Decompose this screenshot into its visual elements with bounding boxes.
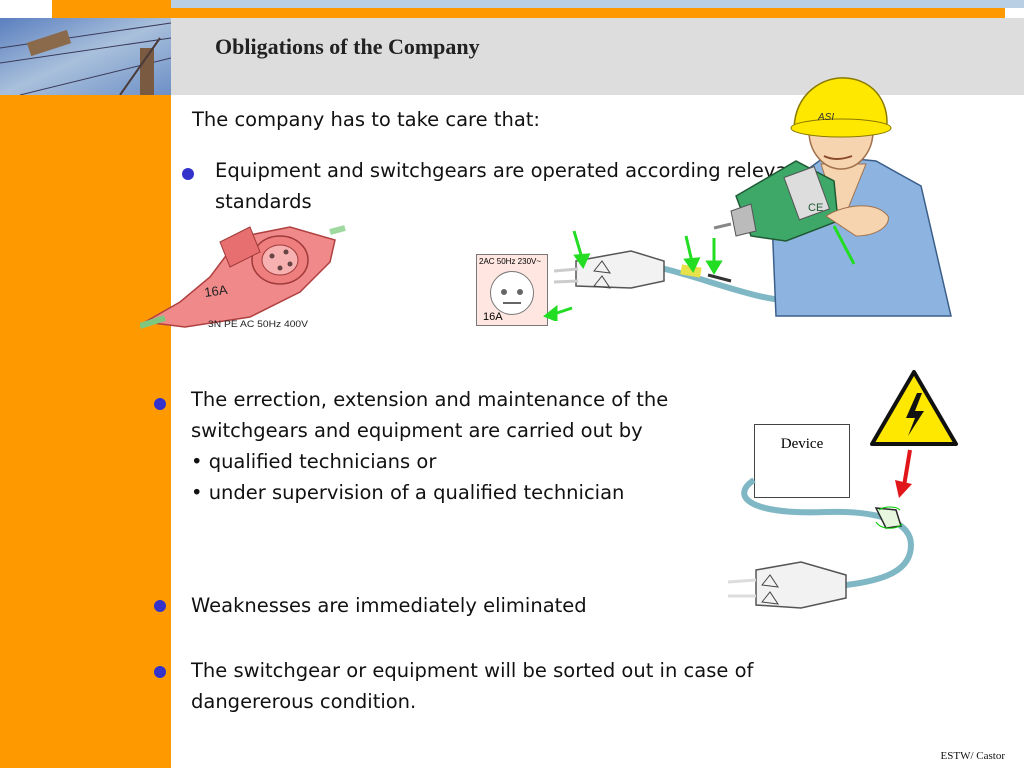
cee-plug-illustration: 16A 3N PE AC 50Hz 400V bbox=[140, 225, 346, 330]
bullet-dot-1 bbox=[182, 168, 194, 180]
bullet-4-text: The switchgear or equipment will be sort… bbox=[191, 655, 753, 717]
bullet-dot-2 bbox=[154, 398, 166, 410]
corner-white-block bbox=[0, 0, 52, 18]
bullet-1-text: Equipment and switchgears are operated a… bbox=[215, 155, 787, 217]
bullet-3-line-1: Weaknesses are immediately eliminated bbox=[191, 594, 587, 617]
left-orange-bar bbox=[0, 0, 171, 768]
helmet-label: ASI bbox=[817, 112, 834, 123]
header-band bbox=[171, 18, 1024, 95]
socket-icon: 2AC 50Hz 230V~ 16A bbox=[476, 254, 548, 326]
intro-text: The company has to take care that: bbox=[192, 108, 540, 131]
worker-drill-icon: ASI CE bbox=[543, 77, 952, 321]
header-photo bbox=[0, 18, 171, 95]
socket-rating-label: 16A bbox=[483, 311, 503, 323]
bullet-4-line-2: dangererous condition. bbox=[191, 690, 417, 713]
bullet-1-line-1: Equipment and switchgears are operated a… bbox=[215, 159, 788, 182]
plug-spec-label: 3N PE AC 50Hz 400V bbox=[208, 319, 309, 330]
bullet-2-text: The errection, extension and maintenance… bbox=[191, 384, 668, 508]
bullet-1-line-2: standards bbox=[215, 190, 312, 213]
bullet-2-line-2: switchgears and equipment are carried ou… bbox=[191, 419, 643, 442]
socket-face bbox=[490, 271, 534, 315]
bullet-2-line-1: The errection, extension and maintenance… bbox=[191, 388, 669, 411]
footer-text: ESTW/ Castor bbox=[940, 750, 1005, 762]
device-cable-plug-illustration bbox=[727, 477, 915, 609]
top-orange-strip bbox=[52, 0, 172, 18]
plug-rating-label: 16A bbox=[203, 282, 228, 300]
bullet-dot-4 bbox=[154, 666, 166, 678]
bullet-dot-3 bbox=[154, 600, 166, 612]
top-orange-line bbox=[171, 8, 1005, 18]
bullet-2-line-3: • qualified technicians or bbox=[191, 450, 437, 473]
socket-spec-label: 2AC 50Hz 230V~ bbox=[479, 257, 542, 266]
top-blue-strip bbox=[171, 0, 1024, 8]
bullet-3-text: Weaknesses are immediately eliminated bbox=[191, 590, 587, 621]
bullet-2-line-4: • under supervision of a qualified techn… bbox=[191, 481, 625, 504]
drill-label: CE bbox=[808, 202, 823, 214]
device-box: Device bbox=[754, 424, 850, 498]
device-label: Device bbox=[780, 436, 824, 452]
bullet-4-line-1: The switchgear or equipment will be sort… bbox=[191, 659, 754, 682]
slide-title: Obligations of the Company bbox=[215, 34, 480, 59]
warning-electric-icon bbox=[870, 370, 958, 498]
